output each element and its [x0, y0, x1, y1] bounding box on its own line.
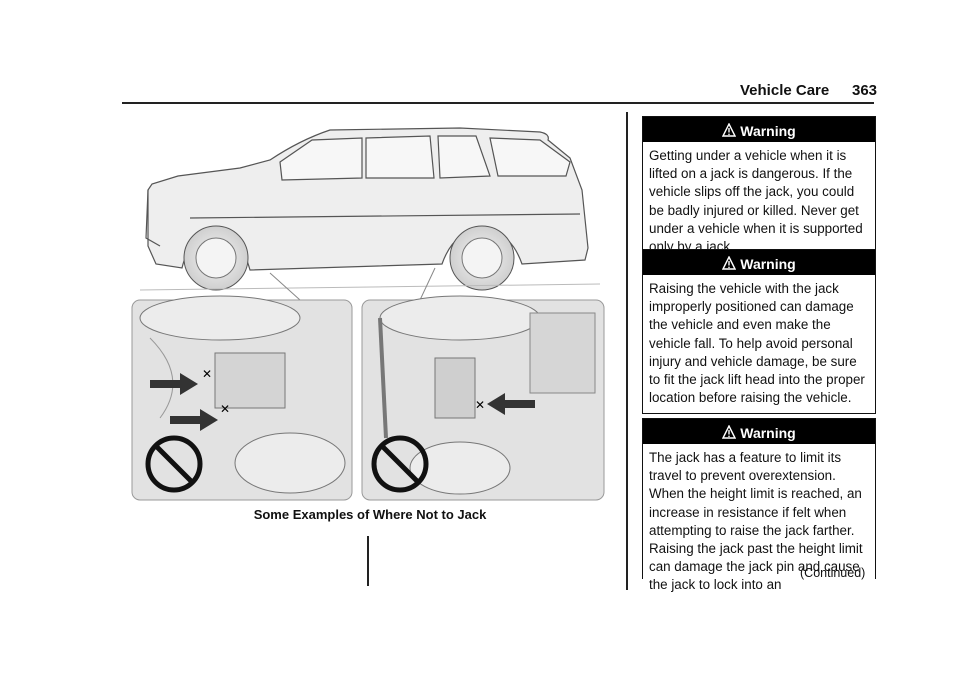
header-section-title: Vehicle Care	[740, 82, 830, 99]
warning-text: Getting under a vehicle when it is lifte…	[649, 148, 863, 255]
svg-text:✕: ✕	[220, 402, 230, 416]
no-symbol-icon	[145, 435, 203, 493]
warning-box-1: Warning Getting under a vehicle when it …	[642, 116, 876, 264]
warning-box-2: Warning Raising the vehicle with the jac…	[642, 249, 876, 415]
warning-header: Warning	[643, 117, 875, 142]
warning-box-3: Warning The jack has a feature to limit …	[642, 418, 876, 592]
underside-panel-left: ✕ ✕	[131, 295, 353, 501]
arrow-icon	[170, 409, 218, 431]
warning-text: Raising the vehicle with the jack improp…	[649, 281, 865, 406]
underside-panel-right: ✕	[361, 295, 605, 501]
warning-triangle-icon	[722, 425, 737, 439]
suv-illustration	[145, 127, 589, 271]
warning-title: Warning	[740, 425, 796, 441]
warning-title: Warning	[740, 123, 796, 139]
page-number: 363	[852, 82, 878, 99]
column-divider	[626, 112, 628, 590]
warning-title: Warning	[740, 256, 796, 272]
column-divider	[367, 536, 369, 586]
warning-triangle-icon	[722, 256, 737, 270]
header-rule	[122, 102, 874, 104]
no-symbol-icon	[371, 435, 429, 493]
warning-header: Warning	[643, 419, 875, 444]
svg-text:✕: ✕	[475, 398, 485, 412]
warning-triangle-icon	[722, 123, 737, 137]
warning-header: Warning	[643, 250, 875, 275]
warning-text: The jack has a feature to limit its trav…	[649, 450, 863, 593]
arrow-icon	[487, 393, 535, 415]
figure-caption: Some Examples of Where Not to Jack	[253, 507, 487, 522]
arrow-icon	[150, 373, 198, 395]
svg-text:✕: ✕	[202, 367, 212, 381]
continued-note: (Continued)	[800, 566, 866, 580]
jacking-illustration: ✕ ✕ ✕	[131, 127, 605, 501]
